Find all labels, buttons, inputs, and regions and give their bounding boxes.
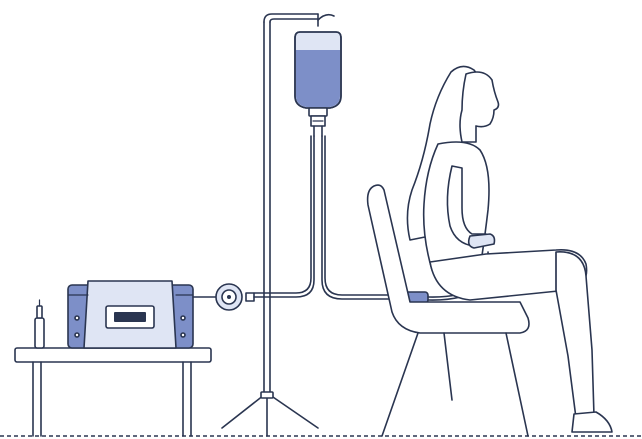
side-table bbox=[15, 348, 211, 436]
iv-bag-icon bbox=[295, 32, 341, 136]
pressure-gauge-icon bbox=[193, 284, 254, 310]
vial-icon bbox=[35, 300, 44, 348]
infusion-pump bbox=[68, 281, 193, 348]
seated-patient bbox=[407, 66, 612, 432]
tube-to-pump bbox=[254, 136, 314, 297]
